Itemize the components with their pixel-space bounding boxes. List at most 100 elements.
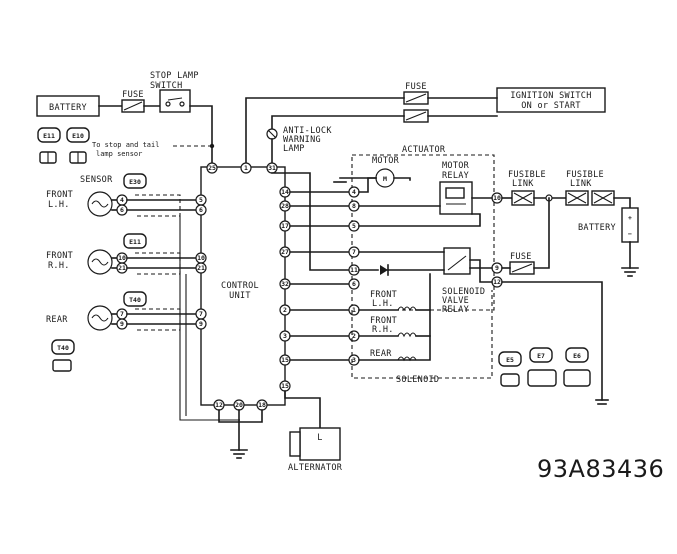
svg-text:E30: E30	[129, 178, 141, 186]
motor-relay: MOTOR RELAY	[439, 161, 473, 215]
svg-text:15: 15	[281, 382, 289, 390]
svg-text:LINK: LINK	[512, 179, 534, 189]
svg-text:REAR: REAR	[370, 349, 392, 359]
svg-text:RELAY: RELAY	[442, 305, 469, 315]
anti-lock-warning-lamp: ANTI-LOCK WARNING LAMP	[266, 126, 332, 154]
svg-text:27: 27	[281, 248, 289, 256]
svg-text:E7: E7	[537, 352, 545, 360]
svg-text:E11: E11	[43, 132, 55, 140]
svg-text:12: 12	[215, 401, 223, 409]
svg-text:7: 7	[352, 248, 356, 256]
svg-text:1: 1	[244, 164, 248, 172]
fuse-right: FUSE	[509, 252, 535, 275]
fuse-top-label: FUSE	[405, 82, 427, 92]
fusible-link-2: FUSIBLE LINK	[565, 170, 615, 206]
control-unit-body	[200, 166, 286, 406]
svg-text:MOTOR: MOTOR	[442, 161, 470, 171]
fusible-link-1: FUSIBLE LINK	[508, 170, 546, 206]
stop-lamp-switch: STOP LAMP SWITCH	[150, 71, 199, 113]
svg-text:R.H.: R.H.	[48, 261, 70, 271]
svg-text:REAR: REAR	[46, 315, 68, 325]
connector-e11-symbol: E11	[37, 127, 61, 164]
svg-text:8: 8	[352, 202, 356, 210]
diagram-code: 93A83436	[537, 455, 664, 483]
antilock-label-3: LAMP	[283, 144, 305, 154]
svg-text:RELAY: RELAY	[442, 171, 469, 181]
svg-text:T40: T40	[129, 296, 141, 304]
svg-text:ALTERNATOR: ALTERNATOR	[288, 463, 343, 473]
svg-text:FUSE: FUSE	[510, 252, 532, 262]
svg-text:9: 9	[199, 320, 203, 328]
alternator: L ALTERNATOR	[288, 427, 343, 473]
svg-text:3: 3	[283, 332, 287, 340]
solenoid-front-rh: FRONT R.H.	[358, 316, 431, 338]
battery-right: + − BATTERY	[578, 207, 639, 243]
svg-text:32: 32	[281, 280, 289, 288]
svg-text:LINK: LINK	[570, 179, 592, 189]
svg-text:FUSIBLE: FUSIBLE	[566, 170, 604, 180]
svg-text:L: L	[317, 433, 322, 443]
svg-text:M: M	[383, 175, 387, 183]
connector-e10-symbol: E10	[66, 127, 90, 164]
fuse-left: FUSE	[121, 90, 145, 113]
solenoid-label: SOLENOID	[396, 375, 439, 385]
svg-text:6: 6	[199, 206, 203, 214]
svg-text:E6: E6	[573, 352, 581, 360]
ignition-label-1: IGNITION SWITCH	[510, 91, 591, 101]
svg-text:25: 25	[208, 164, 216, 172]
solenoid-front-lh: FRONT L.H.	[358, 290, 431, 312]
svg-text:MOTOR: MOTOR	[372, 156, 400, 166]
svg-text:2: 2	[283, 306, 287, 314]
svg-text:VALVE: VALVE	[442, 296, 469, 306]
connector-e7-symbol: E7	[527, 347, 557, 387]
fuse-top: FUSE	[403, 82, 429, 105]
svg-text:17: 17	[281, 222, 289, 230]
svg-text:21: 21	[118, 264, 126, 272]
svg-text:7: 7	[120, 310, 124, 318]
svg-text:E5: E5	[506, 356, 514, 364]
sensor-front-rh: FRONT R.H. E11	[46, 233, 147, 275]
svg-text:6: 6	[352, 280, 356, 288]
sensor-rear: REAR T40 T40	[46, 291, 147, 372]
svg-text:5: 5	[352, 222, 356, 230]
svg-text:−: −	[628, 230, 632, 238]
connector-e6-symbol: E6	[563, 347, 591, 387]
fuse-top-2	[403, 109, 429, 123]
svg-text:E10: E10	[72, 132, 84, 140]
svg-text:L.H.: L.H.	[48, 200, 70, 210]
control-unit-label-1: CONTROL	[221, 281, 259, 291]
cu-pin-1	[240, 162, 252, 174]
svg-text:14: 14	[281, 188, 289, 196]
svg-text:9: 9	[495, 264, 499, 272]
svg-text:+: +	[628, 214, 632, 222]
connector-e5-symbol: E5	[498, 351, 522, 387]
sensor-front-lh: FRONT L.H. SENSOR E30	[46, 173, 147, 217]
motor: MOTOR M	[333, 156, 411, 193]
svg-text:6: 6	[120, 206, 124, 214]
svg-text:L.H.: L.H.	[372, 299, 394, 309]
antilock-label-2: WARNING	[283, 135, 321, 145]
ignition-label-2: ON or START	[521, 101, 581, 111]
stop-lamp-switch-label-1: STOP LAMP	[150, 71, 199, 81]
svg-text:12: 12	[493, 278, 501, 286]
solenoid-valve-relay: SOLENOID VALVE RELAY	[442, 247, 485, 315]
svg-text:FUSIBLE: FUSIBLE	[508, 170, 546, 180]
svg-text:11: 11	[350, 266, 358, 274]
antilock-label-1: ANTI-LOCK	[283, 126, 332, 136]
svg-text:3: 3	[352, 356, 356, 364]
svg-text:10: 10	[118, 254, 126, 262]
svg-text:FRONT: FRONT	[46, 190, 73, 200]
svg-text:SOLENOID: SOLENOID	[442, 287, 485, 297]
svg-text:28: 28	[281, 202, 289, 210]
control-unit-label-2: UNIT	[229, 291, 251, 301]
stop-lamp-switch-label-2: SWITCH	[150, 81, 183, 91]
svg-text:15: 15	[281, 356, 289, 364]
svg-text:10: 10	[493, 194, 501, 202]
battery-left-label: BATTERY	[49, 103, 87, 113]
fuse-left-label: FUSE	[122, 90, 144, 100]
svg-text:4: 4	[120, 196, 124, 204]
svg-text:1: 1	[352, 306, 356, 314]
svg-text:31: 31	[268, 164, 276, 172]
svg-text:2: 2	[352, 332, 356, 340]
solenoid-rear: REAR	[370, 349, 417, 362]
